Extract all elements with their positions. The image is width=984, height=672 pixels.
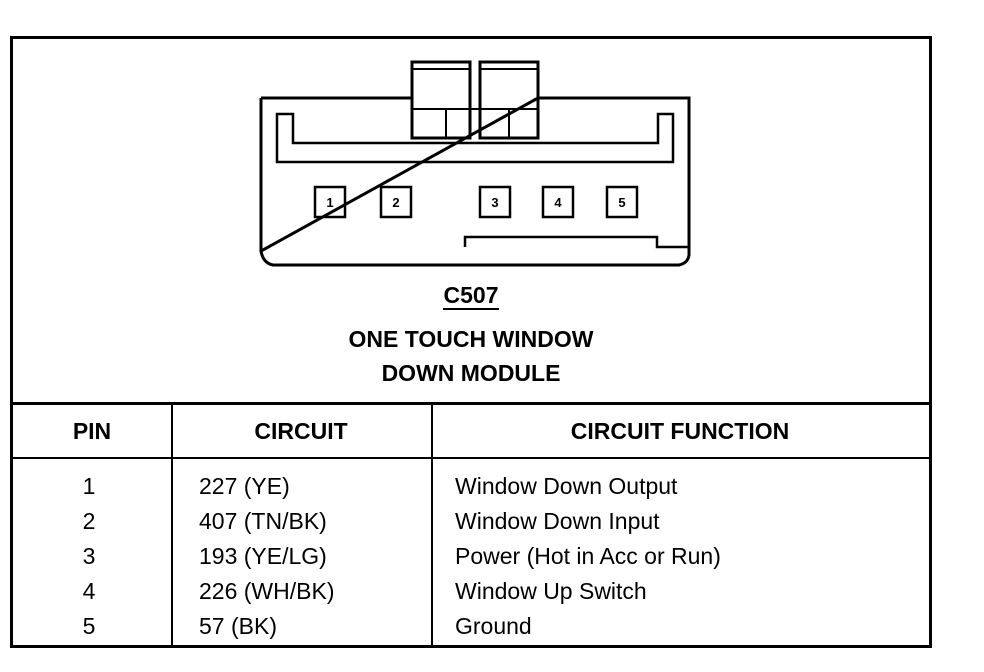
module-name-line-2: DOWN MODULE (381, 360, 561, 386)
connector-id-label: C507 (13, 282, 929, 310)
connector-housing-outline (259, 96, 691, 267)
pin-column-header: PIN (13, 405, 171, 459)
connector-face-drawing: 1 2 3 4 5 (259, 60, 691, 267)
connector-diagram-area: 1 2 3 4 5 C (13, 39, 929, 405)
pin-cell: 1 (82, 473, 96, 499)
function-cell: Window Up Switch (455, 578, 647, 604)
circuit-column-cells: 227 (YE) 407 (TN/BK) 193 (YE/LG) 226 (WH… (171, 469, 431, 644)
pin-cavity-4: 4 (541, 185, 575, 219)
pin-column: PIN 1 2 3 4 5 (13, 405, 173, 648)
pin-cavities: 1 2 3 4 5 (313, 185, 639, 219)
function-cell: Window Down Input (455, 508, 660, 534)
pin-label-3: 3 (491, 195, 498, 210)
connector-id-text: C507 (442, 282, 500, 310)
pin-cavity-2: 2 (379, 185, 413, 219)
pin-label-1: 1 (326, 195, 333, 210)
circuit-function-column-cells: Window Down Output Window Down Input Pow… (431, 469, 929, 644)
pin-label-4: 4 (554, 195, 562, 210)
circuit-cell: 193 (YE/LG) (199, 543, 327, 569)
pin-cavity-1: 1 (313, 185, 347, 219)
circuit-cell: 407 (TN/BK) (199, 508, 327, 534)
pin-label-2: 2 (392, 195, 399, 210)
module-name-line-1: ONE TOUCH WINDOW (348, 326, 594, 352)
circuit-function-column-header: CIRCUIT FUNCTION (431, 405, 929, 459)
function-cell: Window Down Output (455, 473, 678, 499)
pin-label-5: 5 (618, 195, 625, 210)
pin-column-cells: 1 2 3 4 5 (13, 469, 171, 644)
pin-cavity-3: 3 (478, 185, 512, 219)
connector-key-notch (463, 235, 689, 249)
module-name-label: ONE TOUCH WINDOW DOWN MODULE (13, 322, 929, 390)
circuit-column: CIRCUIT 227 (YE) 407 (TN/BK) 193 (YE/LG)… (171, 405, 433, 648)
connector-inner-channel (275, 112, 675, 164)
circuit-cell: 227 (YE) (199, 473, 290, 499)
pin-cell: 4 (82, 578, 96, 604)
circuit-cell: 57 (BK) (199, 613, 277, 639)
pin-cell: 5 (82, 613, 96, 639)
circuit-cell: 226 (WH/BK) (199, 578, 335, 604)
diagram-frame: 1 2 3 4 5 C (10, 36, 932, 648)
locking-tab-left (410, 60, 472, 140)
pin-cell: 2 (82, 508, 96, 534)
circuit-column-header: CIRCUIT (171, 405, 431, 459)
function-cell: Ground (455, 613, 532, 639)
pin-cell: 3 (82, 543, 96, 569)
circuit-function-column: CIRCUIT FUNCTION Window Down Output Wind… (431, 405, 929, 648)
pin-cavity-5: 5 (605, 185, 639, 219)
function-cell: Power (Hot in Acc or Run) (455, 543, 721, 569)
pin-circuit-table: PIN 1 2 3 4 5 CIRCUIT 227 (YE) 407 (TN/B… (13, 402, 929, 648)
